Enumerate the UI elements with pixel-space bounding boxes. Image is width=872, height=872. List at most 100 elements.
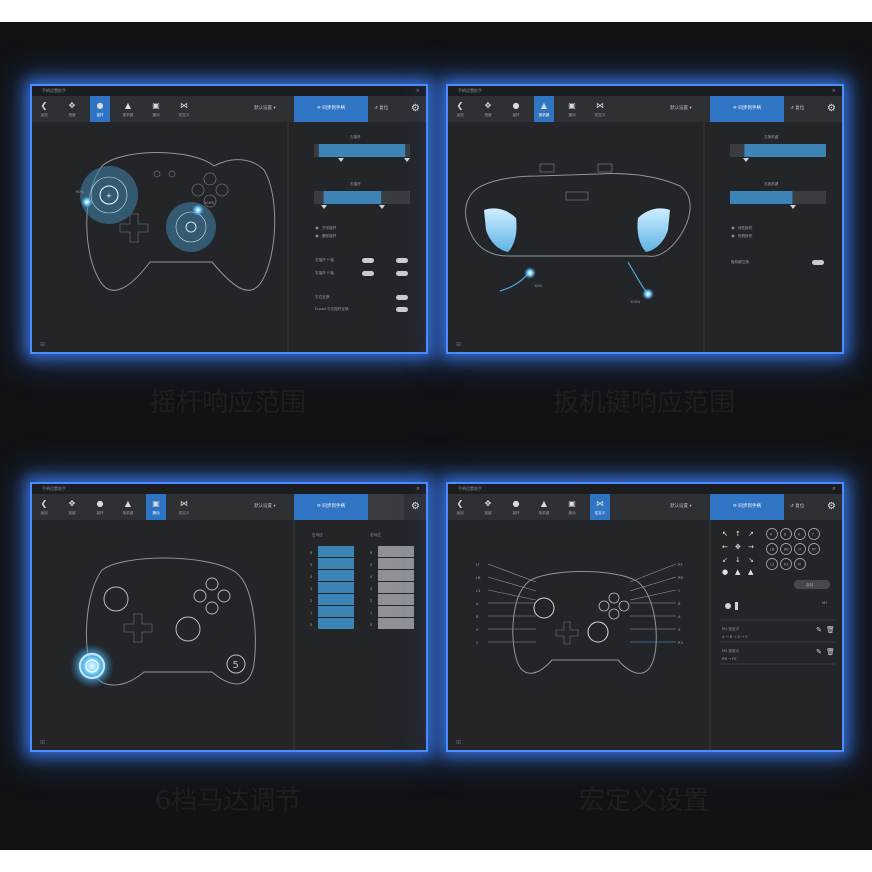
- macro-hint: M1: [822, 601, 827, 605]
- nav-vibration[interactable]: ▣震动: [146, 494, 166, 520]
- macro-key-R3: [780, 558, 792, 570]
- macro-2-name: M2 宏定义: [722, 648, 740, 653]
- mode-dropdown[interactable]: 默认设置 ▾: [254, 106, 276, 111]
- title-bar: 手柄设置助手×: [32, 86, 426, 96]
- nav-macro[interactable]: ⋈宏定义: [590, 494, 610, 520]
- left-callout-label: LB: [476, 576, 481, 580]
- left-stick-crosshair: +: [106, 192, 112, 200]
- macro-1-sequence: A → B → X → Y: [722, 635, 748, 639]
- sync-button[interactable]: ⟳ 同步到手柄: [710, 494, 784, 520]
- right-motor-level-label: 5: [370, 563, 372, 567]
- nav-back[interactable]: ❮返回: [40, 100, 48, 118]
- invert-left-label: 左摇杆 Y 轴: [315, 257, 334, 262]
- macro-key-label: X: [798, 533, 801, 537]
- macro-key-X: [794, 528, 806, 540]
- vibration-icon: ▣: [568, 100, 576, 110]
- nav-vibration[interactable]: ▣震动: [152, 100, 160, 118]
- svg-text:↙: ↙: [722, 556, 728, 564]
- close-icon[interactable]: ×: [415, 88, 420, 94]
- close-icon[interactable]: ×: [831, 88, 836, 94]
- nav-trigger[interactable]: ▲扳机键: [122, 100, 134, 118]
- nav-buttons[interactable]: ✥按键: [484, 498, 492, 516]
- mode-dropdown[interactable]: 默认设置 ▾: [670, 504, 692, 509]
- extra-button[interactable]: [368, 494, 404, 520]
- mode-dropdown[interactable]: 默认设置 ▾: [254, 504, 276, 509]
- nav-vibration[interactable]: ▣震动: [568, 100, 576, 118]
- right-motor-level-label: 3: [370, 587, 372, 591]
- macro-key-L3: [766, 558, 778, 570]
- back-icon: ❮: [456, 100, 464, 110]
- nav-stick[interactable]: ●摇杆: [512, 498, 520, 516]
- gear-icon[interactable]: ⚙: [827, 501, 836, 512]
- right-stick-label: 右摇杆: [350, 181, 361, 186]
- reset-button[interactable]: ↺ 复位: [790, 106, 805, 111]
- gear-icon[interactable]: ⚙: [411, 501, 420, 512]
- close-icon[interactable]: ×: [415, 486, 420, 492]
- windows-icon: ⊞: [456, 739, 462, 746]
- sync-button[interactable]: ⟳ 同步到手柄: [294, 494, 368, 520]
- nav-stick[interactable]: ●摇杆: [90, 96, 110, 122]
- svg-text:→: →: [748, 543, 754, 551]
- gear-icon[interactable]: ⚙: [827, 103, 836, 114]
- callout-line: [629, 563, 677, 583]
- svg-text:▲: ▲: [735, 568, 741, 576]
- nav-trigger[interactable]: ▲扳机键: [122, 498, 134, 516]
- svg-text:▲: ▲: [748, 568, 754, 576]
- nav-buttons[interactable]: ✥按键: [68, 100, 76, 118]
- nav-back[interactable]: ❮返回: [456, 100, 464, 118]
- dpad-swap-label: D-pad 与左摇杆互换: [315, 306, 349, 311]
- nav-buttons[interactable]: ✥按键: [484, 100, 492, 118]
- right-trigger-label: 右扳机键: [764, 181, 779, 186]
- vibration-icon: ▣: [152, 100, 160, 110]
- nav-stick[interactable]: ●摇杆: [96, 498, 104, 516]
- nav-trigger[interactable]: ▲扳机键: [534, 96, 554, 122]
- svg-text:↑: ↑: [735, 530, 741, 538]
- macro-key-RB: [780, 543, 792, 555]
- record-button: [794, 580, 830, 589]
- radio-circle: 圆形摇杆: [322, 233, 337, 238]
- edit-icon: ✎: [816, 648, 822, 656]
- toolbar: ❮返回 ✥按键 ●摇杆 ▲扳机键 ▣震动 ⋈宏定义 默认设置 ▾ ⟳ 同步到手柄…: [448, 96, 842, 122]
- macro-key-label: Y: [812, 533, 815, 537]
- nav-back[interactable]: ❮返回: [456, 498, 464, 516]
- right-motor-level-label: 2: [370, 599, 372, 603]
- nav-vibration[interactable]: ▣震动: [568, 498, 576, 516]
- nav-stick[interactable]: ●摇杆: [512, 100, 520, 118]
- nav-back[interactable]: ❮返回: [40, 498, 48, 516]
- svg-text:←: ←: [722, 543, 728, 551]
- right-callout-label: Y: [678, 589, 681, 593]
- sync-button[interactable]: ⟳ 同步到手柄: [294, 96, 368, 122]
- caption-motor: 6档马达调节: [154, 786, 302, 816]
- reset-button[interactable]: ↺ 复位: [790, 504, 805, 509]
- left-motor-level-2: [318, 594, 354, 605]
- left-motor-level-0: [318, 618, 354, 629]
- right-trigger-range-bar: [730, 191, 793, 204]
- windows-icon: ⊞: [456, 341, 462, 348]
- macro-key-label: B: [784, 533, 787, 537]
- nav-macro[interactable]: ⋈宏定义: [178, 100, 190, 118]
- nav-macro[interactable]: ⋈宏定义: [178, 498, 190, 516]
- nav-trigger[interactable]: ▲扳机键: [538, 498, 550, 516]
- swap-sticks-toggle: [396, 295, 408, 300]
- left-stick-range-bar: [318, 144, 406, 157]
- close-icon[interactable]: ×: [831, 486, 836, 492]
- caption-trigger: 扳机键响应范围: [552, 388, 735, 418]
- nav-buttons[interactable]: ✥按键: [68, 498, 76, 516]
- toolbar: ❮返回 ✥按键 ●摇杆 ▲扳机键 ▣震动 ⋈宏定义 默认设置 ▾ ⟳ 同步到手柄…: [32, 494, 426, 520]
- gear-icon[interactable]: ⚙: [411, 103, 420, 114]
- left-motor-level-4: [318, 570, 354, 581]
- joystick-icon: ●: [512, 498, 520, 508]
- back-icon: ❮: [456, 498, 464, 508]
- sync-button[interactable]: ⟳ 同步到手柄: [710, 96, 784, 122]
- mode-dropdown[interactable]: 默认设置 ▾: [670, 106, 692, 111]
- joystick-icon: ●: [96, 498, 104, 508]
- right-motor-label: 右马达: [370, 532, 381, 537]
- right-motor-level-6: [378, 546, 414, 557]
- reset-button[interactable]: ↺ 复位: [374, 106, 389, 111]
- title-bar: 手柄设置助手×: [32, 484, 426, 494]
- nav-macro[interactable]: ⋈宏定义: [594, 100, 606, 118]
